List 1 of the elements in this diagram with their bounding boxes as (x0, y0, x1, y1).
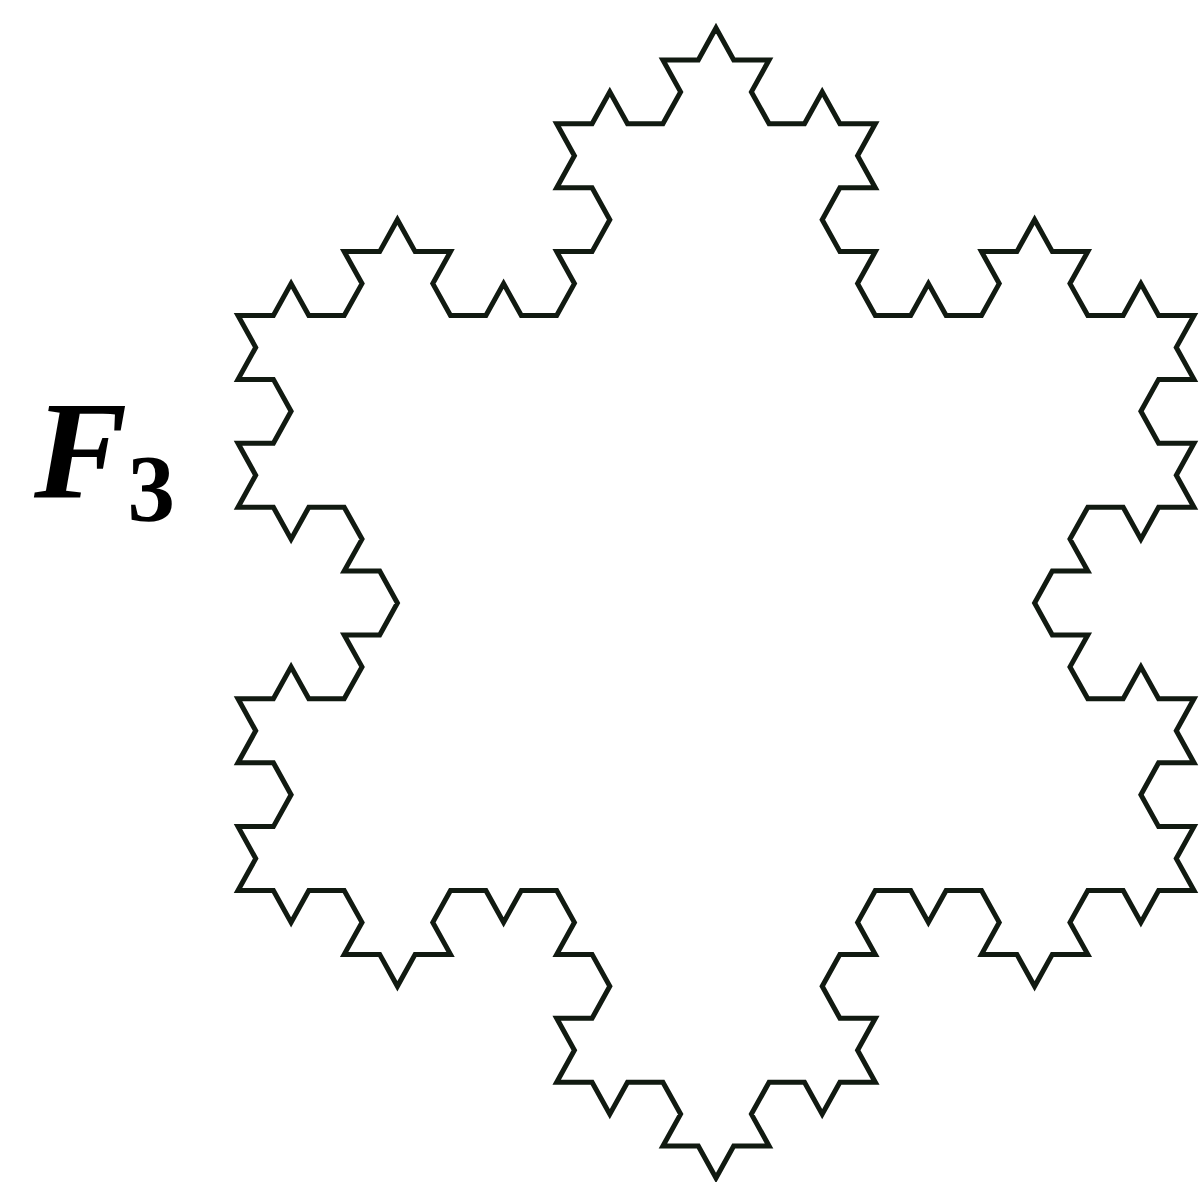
iteration-label: F$_{3}$ (34, 380, 175, 520)
